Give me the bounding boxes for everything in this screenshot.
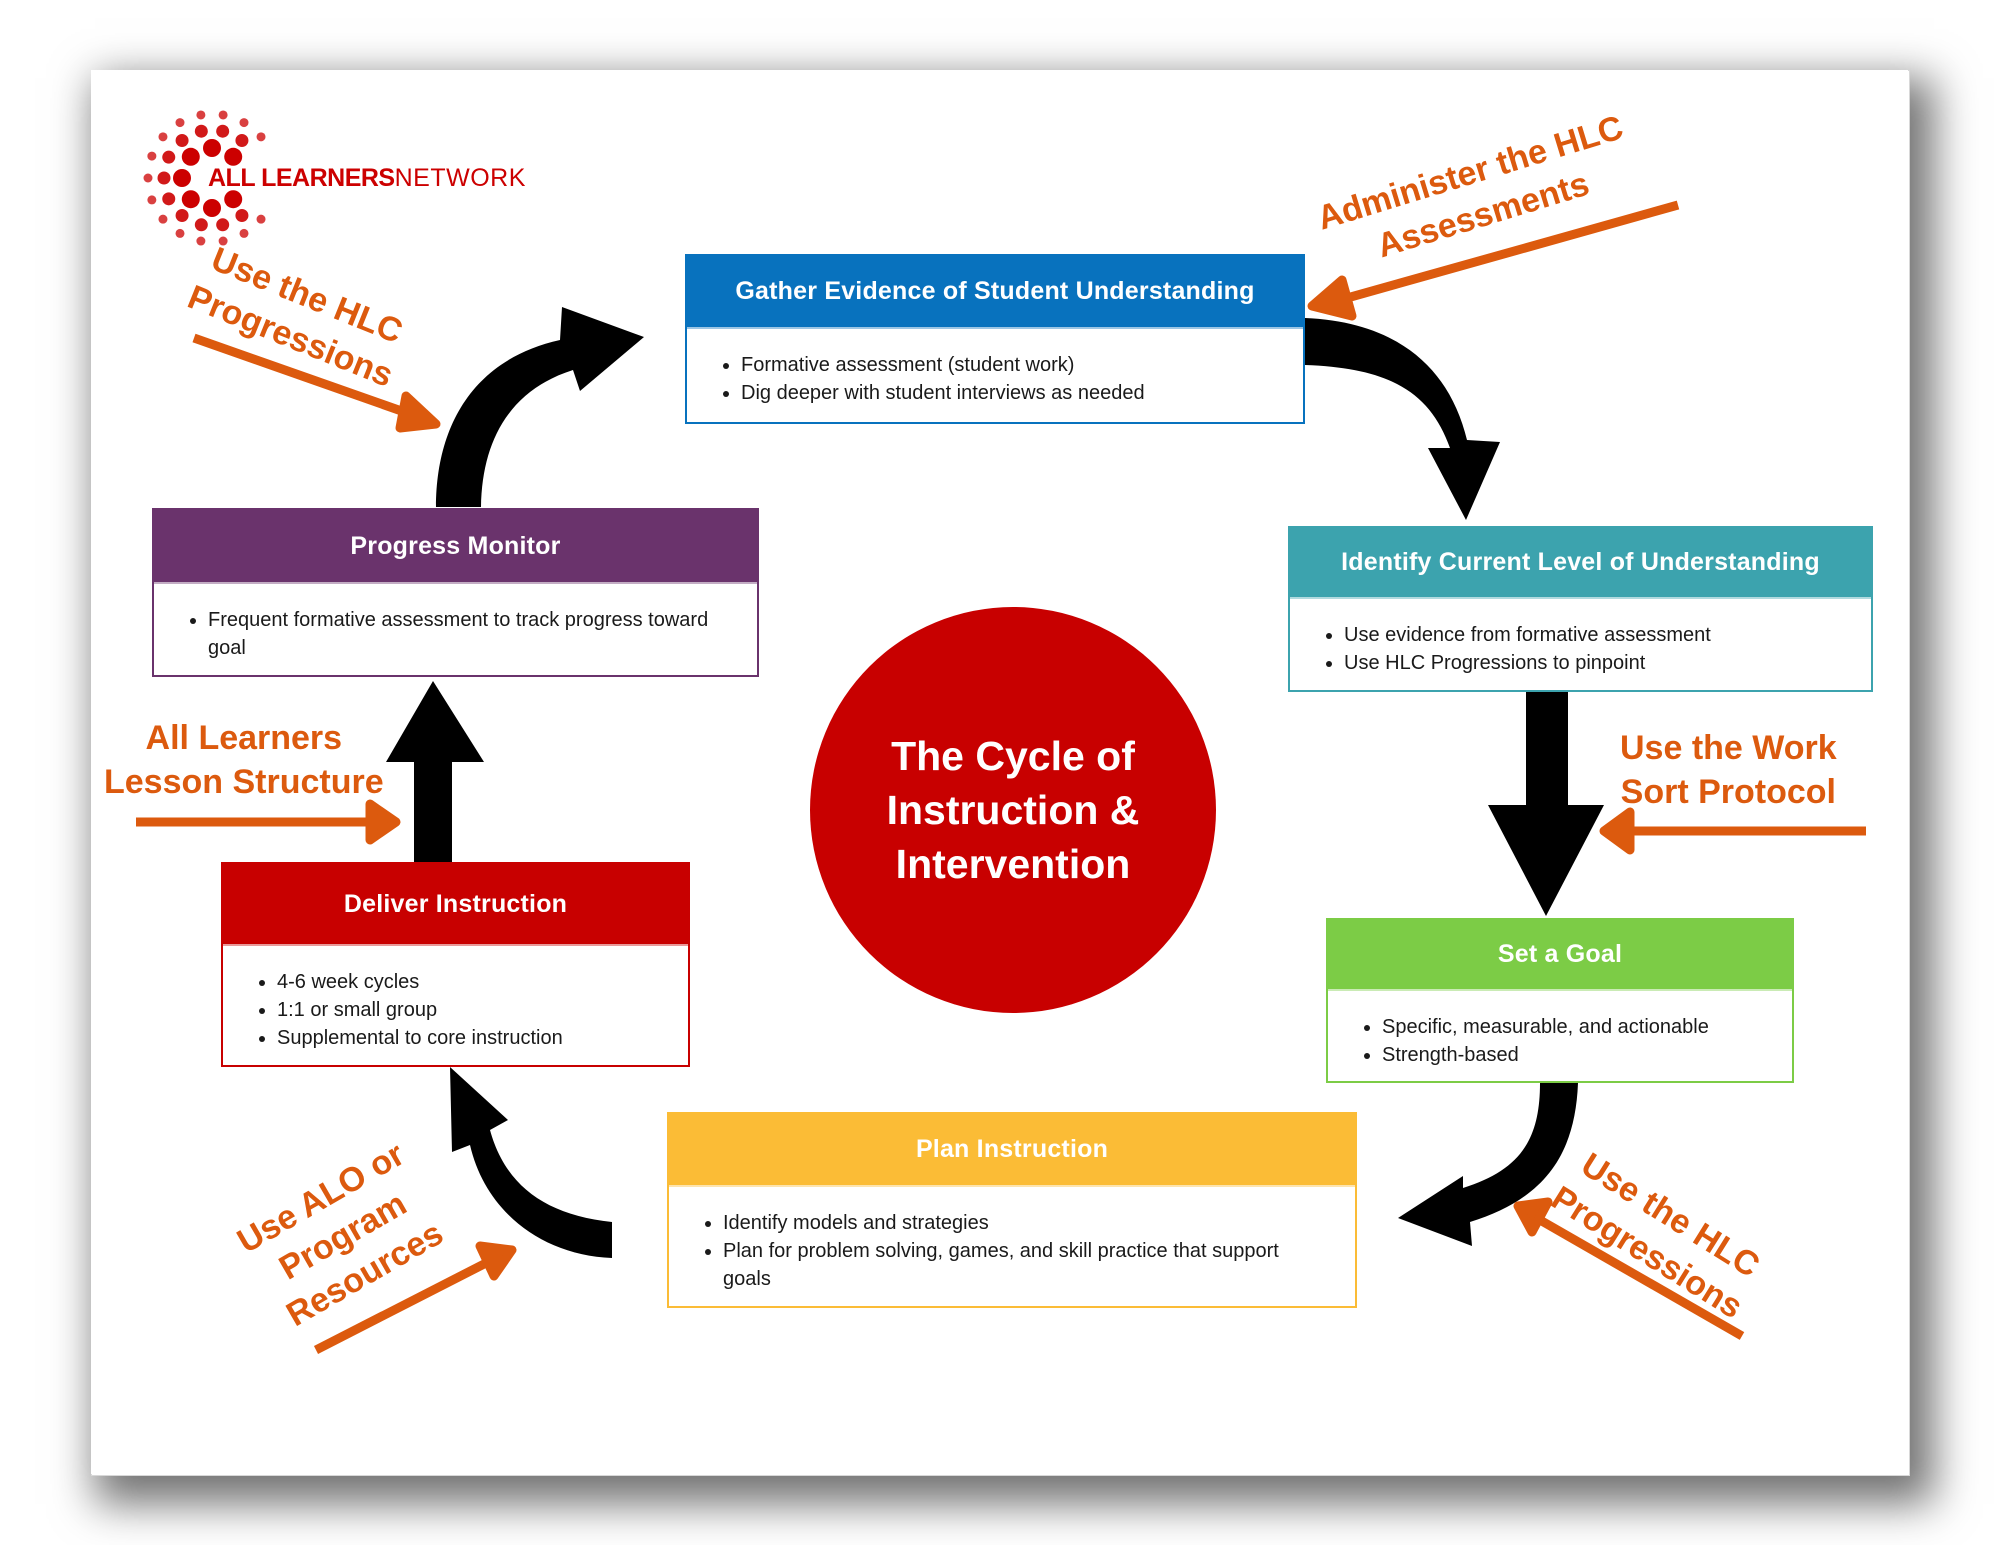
step-bullets: Specific, measurable, and actionable Str… bbox=[1328, 991, 1792, 1069]
logo-dot bbox=[173, 169, 191, 187]
step-title: Deliver Instruction bbox=[223, 864, 688, 946]
logo-dot bbox=[162, 150, 176, 164]
logo-dot bbox=[203, 139, 221, 157]
logo-dot bbox=[147, 195, 157, 205]
logo-dot bbox=[196, 236, 206, 246]
bullet: Frequent formative assessment to track p… bbox=[208, 606, 717, 662]
logo-dot bbox=[239, 228, 249, 238]
bullet: 4-6 week cycles bbox=[277, 968, 664, 996]
logo-bold: ALL LEARNERS bbox=[208, 164, 395, 192]
step-progress-monitor: Progress Monitor Frequent formative asse… bbox=[152, 508, 759, 677]
logo-dot bbox=[203, 199, 221, 217]
logo-dot bbox=[224, 147, 243, 166]
bullet: Use HLC Progressions to pinpoint bbox=[1344, 649, 1847, 677]
logo-dot bbox=[196, 110, 206, 120]
step-title: Set a Goal bbox=[1328, 920, 1792, 991]
center-title: The Cycle of Instruction & Intervention bbox=[886, 733, 1140, 887]
logo-dot bbox=[147, 151, 157, 161]
bullet: Identify models and strategies bbox=[723, 1209, 1295, 1237]
logo-dot bbox=[216, 218, 230, 232]
bullet: Plan for problem solving, games, and ski… bbox=[723, 1237, 1295, 1293]
logo-dot bbox=[216, 124, 230, 138]
step-title: Gather Evidence of Student Understanding bbox=[687, 256, 1303, 329]
logo-dot bbox=[194, 124, 208, 138]
logo-dot bbox=[175, 133, 189, 147]
step-set-goal: Set a Goal Specific, measurable, and act… bbox=[1326, 918, 1794, 1083]
arrow-plan-to-deliver bbox=[450, 1067, 612, 1258]
logo-dot bbox=[143, 173, 153, 183]
annotation-arrowhead-administer bbox=[1307, 275, 1357, 321]
annotation-arrowhead-lesson bbox=[365, 799, 401, 845]
annotation-arrowhead-alo bbox=[475, 1241, 517, 1281]
step-bullets: 4-6 week cycles 1:1 or small group Suppl… bbox=[223, 946, 688, 1052]
step-bullets: Frequent formative assessment to track p… bbox=[154, 584, 757, 662]
logo-dot bbox=[256, 132, 266, 142]
logo-dot bbox=[162, 192, 176, 206]
annotation-arrow-hlc-bottom bbox=[1537, 1216, 1745, 1340]
step-gather-evidence: Gather Evidence of Student Understanding… bbox=[685, 254, 1305, 424]
bullet: 1:1 or small group bbox=[277, 996, 664, 1024]
logo-dot bbox=[239, 118, 249, 128]
logo-dot bbox=[181, 147, 200, 166]
logo-dot bbox=[194, 218, 208, 232]
annotation-arrowhead-work-sort bbox=[1599, 807, 1635, 855]
step-bullets: Use evidence from formative assessment U… bbox=[1290, 599, 1871, 677]
annotation-arrowhead-hlc-bottom bbox=[1513, 1197, 1553, 1237]
annotation-lesson-structure: All Learners Lesson Structure bbox=[104, 719, 384, 801]
step-title: Plan Instruction bbox=[669, 1114, 1355, 1187]
bullet: Supplemental to core instruction bbox=[277, 1024, 664, 1052]
bullet: Use evidence from formative assessment bbox=[1344, 621, 1847, 649]
center-circle: The Cycle of Instruction & Intervention bbox=[810, 607, 1216, 1013]
logo-dot bbox=[256, 214, 266, 224]
step-title: Progress Monitor bbox=[154, 510, 757, 584]
bullet: Strength-based bbox=[1382, 1041, 1768, 1069]
annotation-arrow-alo bbox=[313, 1257, 491, 1355]
step-title: Identify Current Level of Understanding bbox=[1290, 528, 1871, 599]
logo-dot bbox=[181, 190, 200, 209]
logo-dot bbox=[175, 228, 185, 238]
step-plan-instruction: Plan Instruction Identify models and str… bbox=[667, 1112, 1357, 1308]
logo-dot bbox=[218, 110, 228, 120]
logo-dot bbox=[224, 190, 243, 209]
step-deliver-instruction: Deliver Instruction 4-6 week cycles 1:1 … bbox=[221, 862, 690, 1067]
logo-light: NETWORK bbox=[394, 164, 526, 192]
logo-dot bbox=[157, 171, 171, 185]
annotation-arrow-administer bbox=[1338, 200, 1680, 305]
arrow-deliver-to-progress bbox=[386, 681, 484, 862]
bullet: Specific, measurable, and actionable bbox=[1382, 1013, 1768, 1041]
step-bullets: Formative assessment (student work) Dig … bbox=[687, 329, 1303, 407]
bullet: Dig deeper with student interviews as ne… bbox=[741, 379, 1279, 407]
arrow-identify-to-goal bbox=[1488, 692, 1604, 916]
logo-dot bbox=[235, 133, 249, 147]
arrow-goal-to-plan bbox=[1398, 1083, 1578, 1246]
annotation-arrowhead-hlc-top bbox=[395, 391, 441, 433]
logo-dot bbox=[175, 209, 189, 223]
annotation-arrow-hlc-top bbox=[192, 333, 412, 419]
step-identify-level: Identify Current Level of Understanding … bbox=[1288, 526, 1873, 692]
logo-dot bbox=[218, 236, 228, 246]
logo-dot bbox=[158, 214, 168, 224]
logo-dot bbox=[235, 209, 249, 223]
arrow-gather-to-identify bbox=[1305, 318, 1500, 520]
step-bullets: Identify models and strategies Plan for … bbox=[669, 1187, 1355, 1293]
logo-text: ALL LEARNERSNETWORK bbox=[208, 164, 526, 193]
bullet: Formative assessment (student work) bbox=[741, 351, 1279, 379]
logo-dot bbox=[175, 118, 185, 128]
arrow-progress-to-gather bbox=[436, 307, 644, 507]
logo-dot bbox=[158, 132, 168, 142]
annotation-work-sort: Use the Work Sort Protocol bbox=[1620, 729, 1837, 811]
